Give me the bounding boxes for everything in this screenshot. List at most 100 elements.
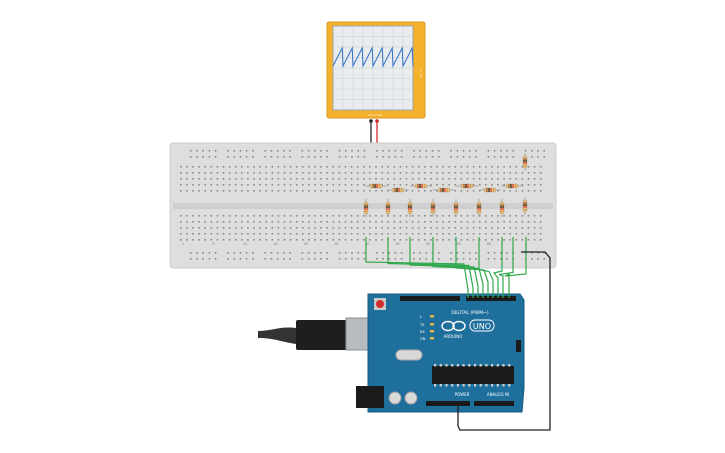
breadboard-hole (442, 233, 444, 235)
breadboard-hole (460, 166, 463, 168)
signal-wire[interactable] (498, 237, 514, 298)
breadboard-hole (369, 166, 371, 168)
breadboard-hole (222, 233, 225, 235)
resistor[interactable] (387, 187, 409, 193)
resistor[interactable] (385, 199, 391, 217)
resistor[interactable] (522, 197, 528, 215)
resistor[interactable] (479, 187, 501, 193)
signal-wire[interactable] (387, 237, 474, 298)
breadboard-hole (345, 258, 347, 260)
breadboard-hole (485, 166, 487, 168)
oscilloscope[interactable]: 1 ms 10 V / div (326, 21, 426, 123)
resistor[interactable] (365, 183, 387, 189)
breadboard-hole (308, 239, 310, 241)
resistor[interactable] (433, 187, 455, 193)
breadboard-hole (527, 233, 530, 235)
breadboard-hole (497, 221, 499, 223)
breadboard-hole (295, 233, 298, 235)
resistor-ladder[interactable] (363, 153, 528, 217)
resistor[interactable] (453, 199, 459, 217)
breadboard-hole (405, 227, 408, 229)
resistor[interactable] (522, 153, 528, 171)
breadboard-hole (314, 215, 316, 217)
breadboard-hole (283, 227, 286, 229)
reset-button[interactable] (376, 300, 384, 308)
breadboard-hole (277, 172, 280, 174)
resistor[interactable] (499, 199, 505, 217)
resistor[interactable] (476, 199, 482, 217)
resistor[interactable] (363, 199, 369, 217)
breadboard-hole (295, 221, 298, 223)
breadboard-hole (326, 227, 328, 229)
resistor[interactable] (430, 199, 436, 217)
breadboard-hole (417, 178, 420, 180)
resistor[interactable] (410, 183, 432, 189)
breadboard-hole (388, 252, 390, 254)
breadboard-hole (332, 190, 335, 192)
breadboard-hole (454, 221, 457, 223)
breadboard-center-channel (173, 203, 553, 209)
signal-wires[interactable] (365, 237, 527, 298)
breadboard-hole (247, 166, 249, 168)
breadboard-hole (192, 227, 194, 229)
resistor[interactable] (456, 183, 478, 189)
breadboard-hole (320, 166, 322, 168)
breadboard-hole (302, 190, 304, 192)
breadboard-hole (234, 190, 237, 192)
uno-label: UNO (473, 322, 491, 331)
breadboard-hole (326, 233, 328, 235)
breadboard-hole (454, 184, 457, 186)
breadboard-hole (277, 233, 280, 235)
breadboard-hole (253, 233, 255, 235)
breadboard-hole (192, 172, 194, 174)
breadboard-hole (491, 221, 493, 223)
breadboard-hole (503, 178, 505, 180)
breadboard-hole (411, 215, 414, 217)
breadboard-hole (351, 252, 353, 254)
breadboard-hole (186, 184, 188, 186)
breadboard-hole (289, 150, 291, 152)
breadboard-hole (466, 233, 469, 235)
breadboard-hole (375, 239, 377, 241)
icsp-header (516, 340, 521, 352)
breadboard-hole (222, 215, 225, 217)
breadboard-hole (472, 227, 475, 229)
ground-wire[interactable] (457, 251, 551, 431)
resistor[interactable] (501, 183, 523, 189)
breadboard-hole (252, 258, 254, 260)
breadboard-hole (381, 190, 383, 192)
breadboard-hole (424, 233, 426, 235)
breadboard-hole (295, 190, 298, 192)
breadboard-hole (338, 221, 341, 223)
signal-wire[interactable] (478, 237, 494, 298)
breadboard-hole (400, 258, 403, 260)
breadboard-hole (277, 184, 280, 186)
signal-wire[interactable] (409, 237, 479, 298)
breadboard-hole (302, 166, 304, 168)
breadboard-hole (344, 172, 347, 174)
breadboard-hole (393, 233, 396, 235)
breadboard-hole (216, 178, 219, 180)
resistor[interactable] (407, 199, 413, 217)
breadboard-hole (289, 258, 291, 260)
breadboard-hole (332, 166, 335, 168)
breadboard-hole (472, 172, 475, 174)
breadboard-hole (442, 178, 444, 180)
signal-wire[interactable] (504, 237, 527, 298)
arduino-uno-board[interactable]: DIGITAL (PWM~) ARDUINO UNO L TX RX ON PO… (258, 293, 525, 413)
breadboard-hole (515, 190, 518, 192)
breadboard-hole (344, 239, 347, 241)
breadboard-hole (533, 239, 536, 241)
breadboard-hole (259, 172, 261, 174)
breadboard-hole (192, 239, 194, 241)
breadboard-hole (198, 215, 200, 217)
breadboard-hole (478, 233, 481, 235)
signal-wire[interactable] (365, 237, 469, 298)
signal-wire[interactable] (492, 237, 503, 298)
breadboard-hole (462, 156, 465, 158)
breadboard-hole (424, 215, 426, 217)
breadboard-hole (400, 150, 403, 152)
breadboard-hole (356, 190, 359, 192)
